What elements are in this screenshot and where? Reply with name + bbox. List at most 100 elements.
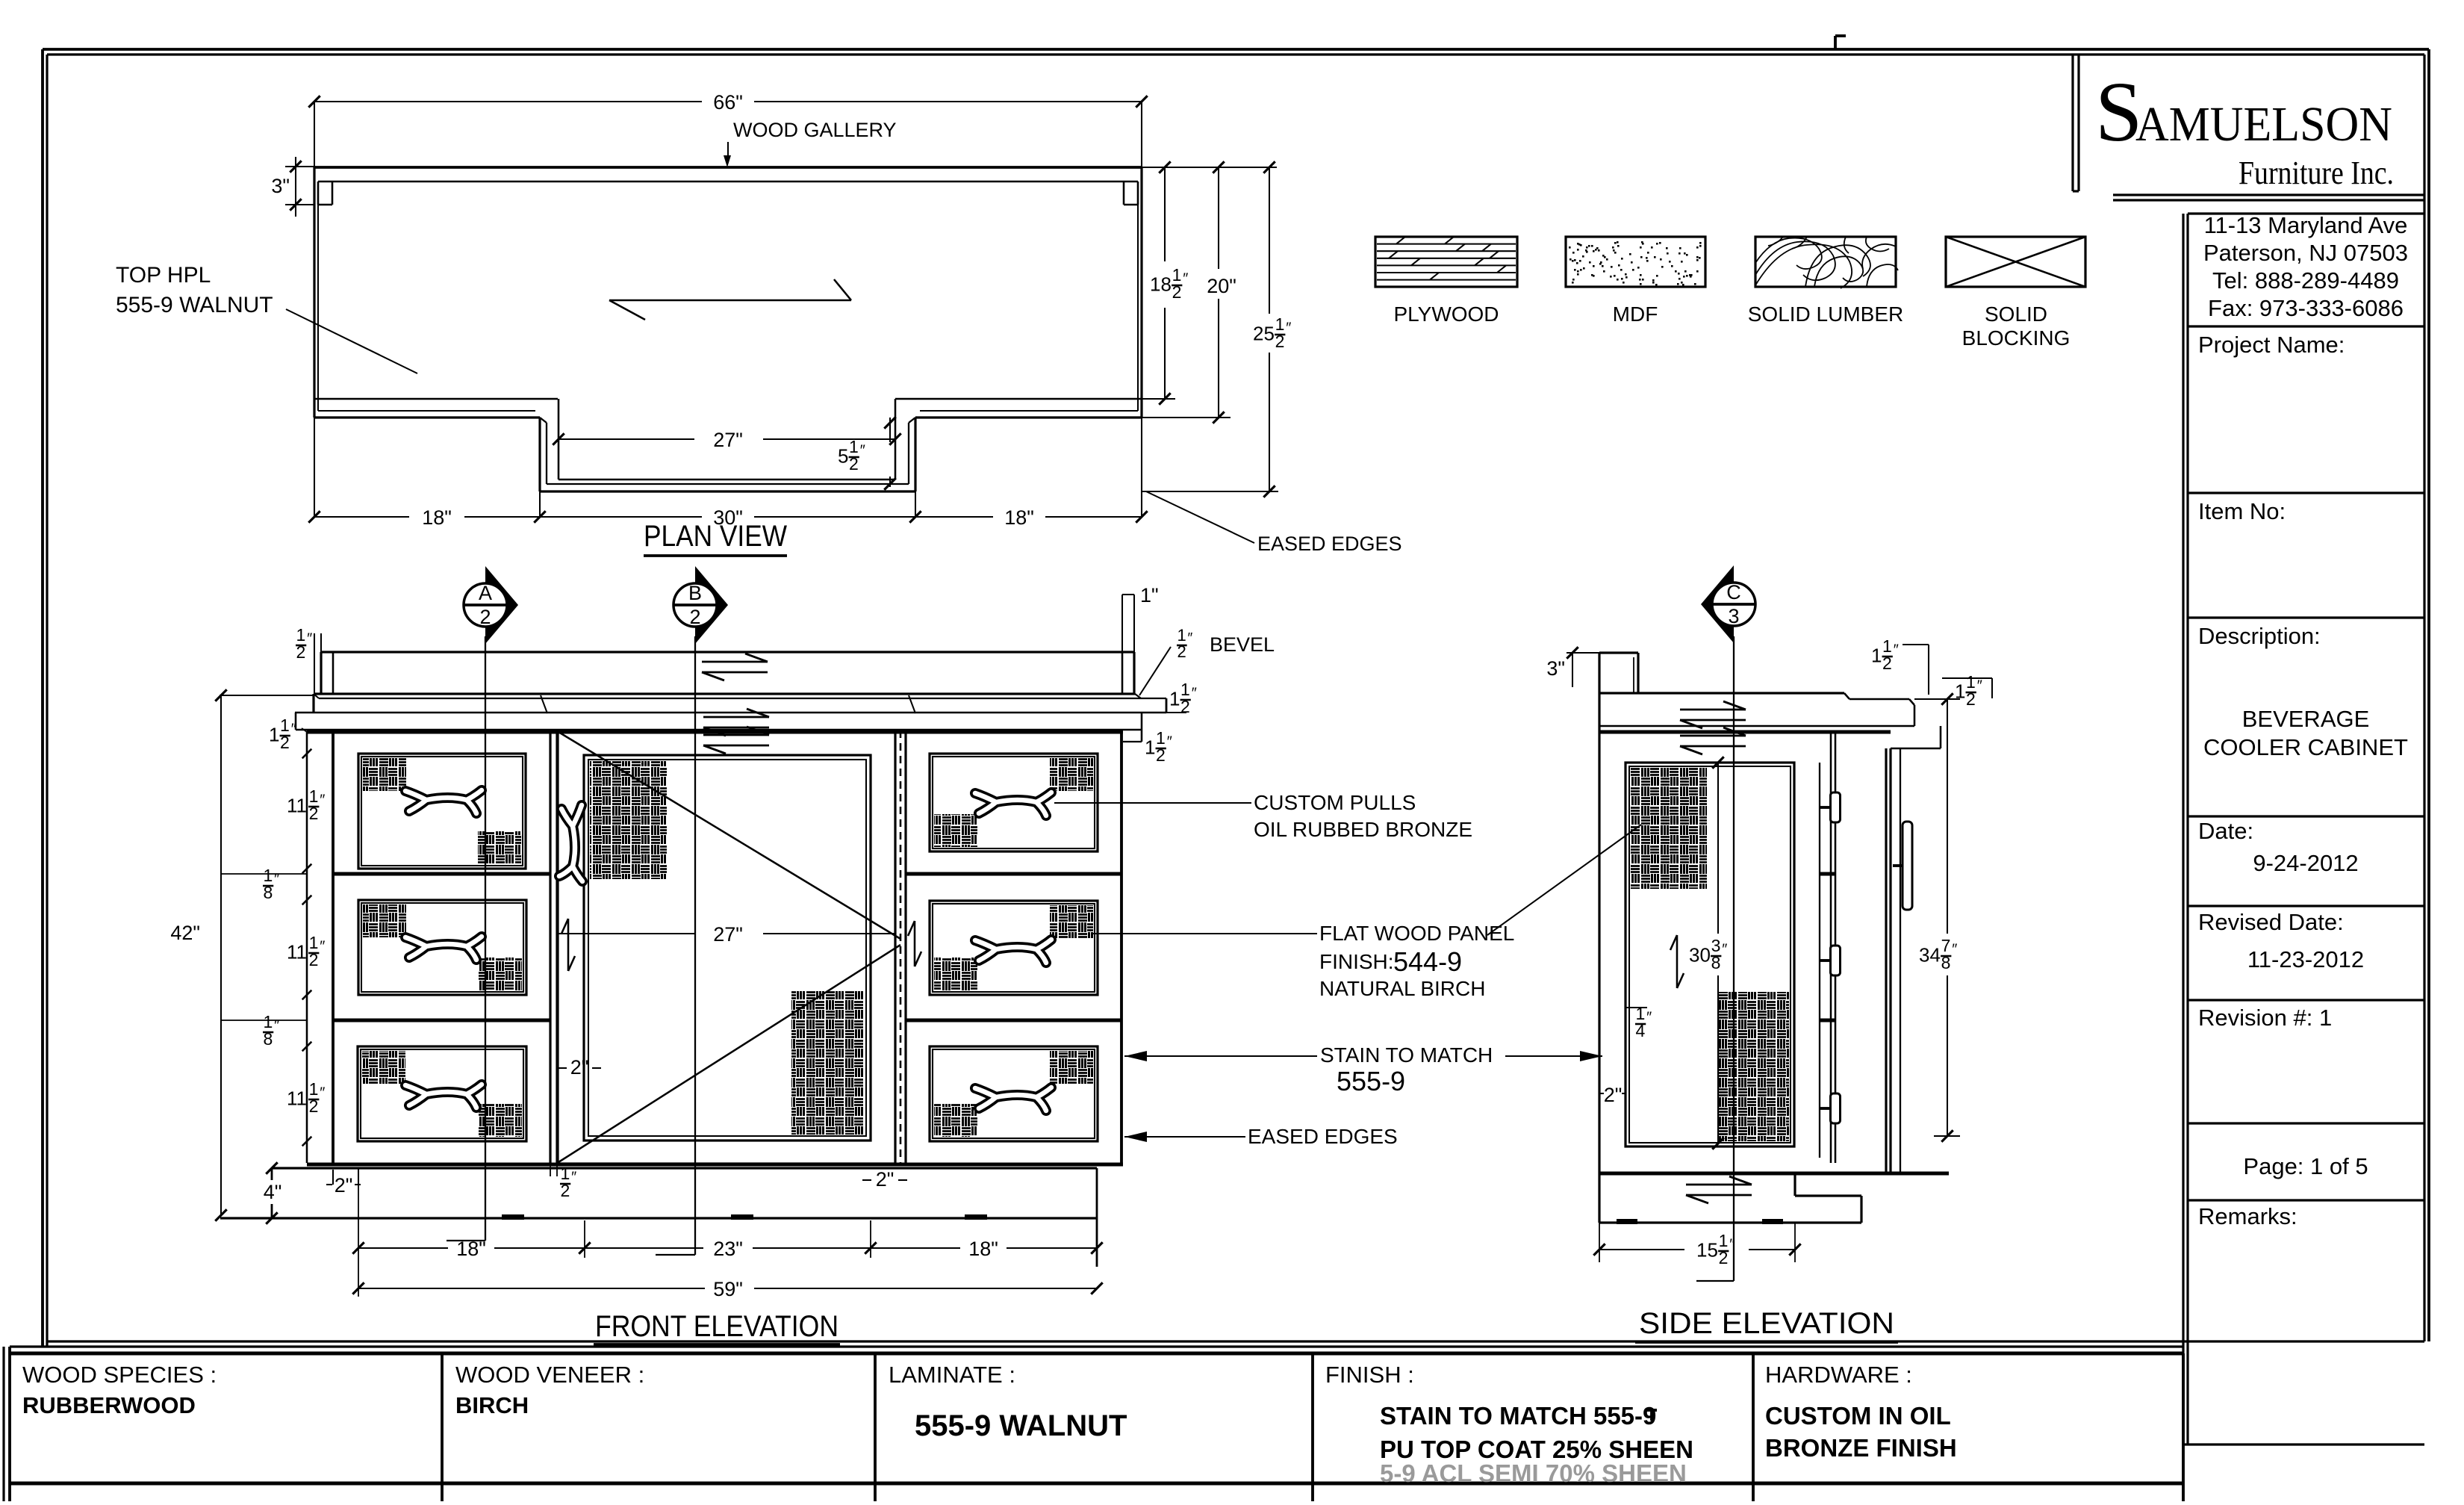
svg-text:TOP HPL: TOP HPL <box>116 263 211 288</box>
svg-text:Item No:: Item No: <box>2198 498 2286 524</box>
svg-text:C: C <box>1726 581 1741 603</box>
svg-text:8: 8 <box>264 1029 273 1049</box>
svg-text:27": 27" <box>713 923 743 946</box>
svg-text:BIRCH: BIRCH <box>455 1392 529 1418</box>
svg-text:2: 2 <box>1966 689 1976 709</box>
svg-text:27": 27" <box>713 429 743 451</box>
svg-text:″: ″ <box>1188 631 1193 647</box>
svg-text:23": 23" <box>713 1238 743 1260</box>
svg-text:AMUELSON: AMUELSON <box>2135 97 2392 152</box>
svg-text:3: 3 <box>1728 605 1739 627</box>
svg-text:″: ″ <box>1894 642 1899 658</box>
svg-text:1: 1 <box>1275 314 1285 334</box>
svg-text:7: 7 <box>1941 936 1951 955</box>
svg-text:18": 18" <box>422 506 452 529</box>
svg-text:8: 8 <box>1941 953 1951 972</box>
svg-text:2: 2 <box>1882 654 1892 673</box>
svg-text:BLOCKING: BLOCKING <box>1962 326 2071 350</box>
svg-text:2: 2 <box>309 804 319 823</box>
svg-text:1: 1 <box>1145 736 1155 758</box>
svg-text:SIDE ELEVATION: SIDE ELEVATION <box>1639 1307 1894 1340</box>
svg-text:1: 1 <box>264 866 273 885</box>
svg-text:20": 20" <box>1207 275 1236 297</box>
svg-text:2: 2 <box>1172 282 1182 302</box>
svg-text:1: 1 <box>309 786 319 806</box>
svg-text:STAIN TO MATCH 555-9: STAIN TO MATCH 555-9 <box>1380 1402 1656 1430</box>
svg-text:18": 18" <box>1004 506 1034 529</box>
svg-text:2": 2" <box>570 1056 589 1079</box>
svg-text:″: ″ <box>1729 1236 1735 1253</box>
svg-text:2": 2" <box>1604 1084 1623 1106</box>
svg-text:HARDWARE :: HARDWARE : <box>1765 1362 1912 1388</box>
svg-text:Fax: 973-333-6086: Fax: 973-333-6086 <box>2208 295 2404 321</box>
svg-text:″: ″ <box>1192 685 1197 701</box>
svg-text:MDF: MDF <box>1613 302 1658 326</box>
svg-text:″: ″ <box>1646 1009 1652 1025</box>
svg-text:WOOD GALLERY: WOOD GALLERY <box>733 119 897 141</box>
svg-text:COOLER CABINET: COOLER CABINET <box>2203 734 2408 760</box>
svg-text:EASED EDGES: EASED EDGES <box>1257 533 1402 555</box>
svg-text:PLAN VIEW: PLAN VIEW <box>644 520 787 553</box>
svg-text:STAIN TO MATCH: STAIN TO MATCH <box>1320 1043 1493 1067</box>
svg-text:66": 66" <box>713 91 743 114</box>
svg-text:59": 59" <box>713 1278 743 1300</box>
svg-text:1: 1 <box>1871 644 1882 666</box>
svg-text:CUSTOM IN OIL: CUSTOM IN OIL <box>1765 1402 1951 1430</box>
svg-text:1: 1 <box>269 723 279 745</box>
svg-text:Page: 1 of 5: Page: 1 of 5 <box>2243 1153 2368 1179</box>
svg-text:11: 11 <box>287 940 307 963</box>
svg-text:OIL RUBBED BRONZE: OIL RUBBED BRONZE <box>1254 818 1472 841</box>
svg-text:2: 2 <box>1275 332 1285 351</box>
svg-text:5: 5 <box>838 444 848 467</box>
svg-text:2: 2 <box>849 454 859 474</box>
svg-text:EASED EDGES: EASED EDGES <box>1248 1125 1398 1148</box>
svg-text:Paterson, NJ 07503: Paterson, NJ 07503 <box>2203 240 2408 266</box>
svg-text:1: 1 <box>1156 728 1166 748</box>
svg-text:1: 1 <box>1882 636 1892 656</box>
svg-text:11: 11 <box>287 1087 307 1109</box>
svg-text:1": 1" <box>1140 584 1159 606</box>
svg-text:9-24-2012: 9-24-2012 <box>2253 850 2358 876</box>
svg-text:2: 2 <box>1719 1248 1729 1267</box>
svg-text:11: 11 <box>287 794 307 816</box>
svg-text:WOOD SPECIES :: WOOD SPECIES : <box>22 1362 217 1388</box>
svg-text:544-9: 544-9 <box>1393 946 1462 977</box>
svg-text:LAMINATE :: LAMINATE : <box>889 1362 1015 1388</box>
svg-text:2: 2 <box>1180 697 1190 716</box>
svg-text:FINISH :: FINISH : <box>1325 1362 1414 1388</box>
svg-text:1: 1 <box>561 1164 570 1183</box>
svg-text:8: 8 <box>1711 953 1721 972</box>
svg-text:42": 42" <box>170 922 200 944</box>
svg-text:2": 2" <box>335 1174 353 1197</box>
svg-text:8: 8 <box>264 883 273 902</box>
svg-text:3: 3 <box>1711 936 1721 955</box>
svg-text:555-9 WALNUT: 555-9 WALNUT <box>116 293 273 317</box>
svg-text:1: 1 <box>309 1079 319 1099</box>
svg-text:1: 1 <box>309 933 319 952</box>
svg-text:″: ″ <box>1183 270 1188 287</box>
svg-text:Revision #: 1: Revision #: 1 <box>2198 1005 2332 1031</box>
svg-text:1: 1 <box>264 1012 273 1031</box>
svg-text:2: 2 <box>296 642 306 662</box>
svg-text:″: ″ <box>571 1169 576 1185</box>
svg-text:1: 1 <box>280 716 290 735</box>
svg-text:Date:: Date: <box>2198 818 2253 844</box>
svg-text:2: 2 <box>1177 642 1186 661</box>
svg-text:1: 1 <box>849 437 859 456</box>
svg-text:30: 30 <box>1689 943 1711 966</box>
svg-text:30": 30" <box>713 506 743 529</box>
svg-text:4: 4 <box>1636 1021 1646 1040</box>
svg-text:PU TOP COAT 25% SHEEN: PU TOP COAT 25% SHEEN <box>1380 1436 1693 1463</box>
svg-text:11-23-2012: 11-23-2012 <box>2247 946 2364 972</box>
svg-text:FLAT WOOD PANEL: FLAT WOOD PANEL <box>1319 922 1514 945</box>
svg-text:555-9: 555-9 <box>1337 1066 1405 1096</box>
svg-text:15: 15 <box>1696 1238 1718 1261</box>
svg-text:18": 18" <box>456 1238 486 1260</box>
svg-text:18": 18" <box>968 1238 998 1260</box>
svg-text:″: ″ <box>274 871 279 887</box>
svg-text:1: 1 <box>1172 265 1182 285</box>
svg-text:PLYWOOD: PLYWOOD <box>1393 302 1499 326</box>
svg-text:2: 2 <box>1156 745 1166 765</box>
svg-text:Project Name:: Project Name: <box>2198 332 2345 358</box>
svg-text:2: 2 <box>280 733 290 752</box>
